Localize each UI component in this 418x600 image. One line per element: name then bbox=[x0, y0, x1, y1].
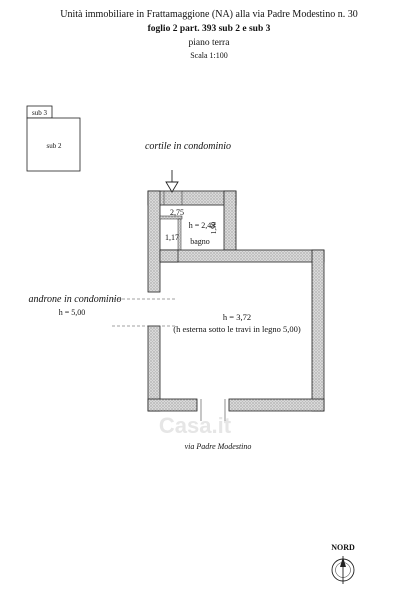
walls bbox=[147, 190, 325, 412]
dim-2-75: 2,75 bbox=[170, 208, 184, 217]
key-plan-sub3: sub 3 bbox=[32, 109, 47, 117]
title-line-2: foglio 2 part. 393 sub 2 e sub 3 bbox=[148, 24, 271, 34]
title-line-4: Scala 1:100 bbox=[190, 51, 228, 60]
watermark: Casa.it bbox=[159, 413, 232, 438]
dim-1-90: 1,90 bbox=[210, 221, 218, 234]
label-androne: androne in condominio bbox=[29, 294, 122, 305]
dim-1-17: 1,17 bbox=[165, 233, 179, 242]
north-label: NORD bbox=[331, 543, 355, 552]
height-3-72: h = 3,72 bbox=[223, 312, 251, 322]
north-arrow: NORD bbox=[331, 543, 355, 584]
key-plan: sub 3 sub 2 bbox=[26, 105, 81, 172]
entry-arrow-icon bbox=[165, 170, 179, 193]
height-note: (h esterna sotto le travi in legno 5,00) bbox=[173, 324, 301, 334]
key-plan-sub2: sub 2 bbox=[47, 142, 62, 150]
title-line-1: Unità immobiliare in Frattamaggione (NA)… bbox=[60, 9, 357, 20]
label-androne-height: h = 5,00 bbox=[59, 308, 86, 317]
title-line-3: piano terra bbox=[189, 38, 231, 48]
label-cortile: cortile in condominio bbox=[145, 141, 231, 152]
label-strada: via Padre Modestino bbox=[185, 442, 252, 451]
room-bagno: bagno bbox=[190, 237, 210, 246]
height-2-43: h = 2,43 bbox=[189, 221, 216, 230]
openings bbox=[112, 191, 230, 421]
